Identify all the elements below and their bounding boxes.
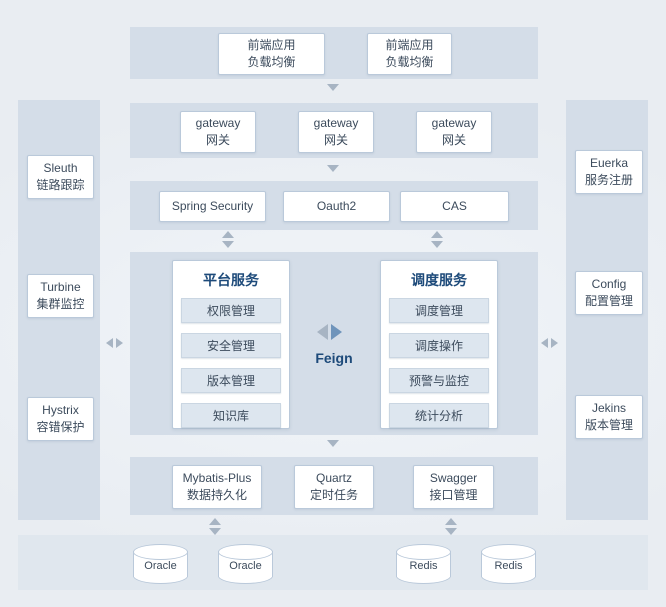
platform-item: 知识库 <box>181 403 281 428</box>
down-arrow-icon <box>445 528 457 535</box>
panel-title: 调度服务 <box>411 272 467 288</box>
box-subtitle: 链路跟踪 <box>36 178 85 192</box>
right-arrow-icon <box>551 338 558 348</box>
frontend-app-box: 前端应用 负载均衡 <box>367 33 452 75</box>
box-subtitle: 版本管理 <box>584 418 633 432</box>
oauth2-box: Oauth2 <box>283 191 390 222</box>
up-arrow-icon <box>445 518 457 525</box>
schedule-services-panel: 调度服务 调度管理 调度操作 预警与监控 统计分析 <box>380 260 498 429</box>
database-label: Redis <box>409 560 438 572</box>
frontend-band <box>130 27 538 79</box>
cylinder-top <box>133 544 188 560</box>
cylinder-top <box>218 544 273 560</box>
panel-title: 平台服务 <box>203 272 259 288</box>
box-title: Swagger <box>429 470 478 485</box>
sleuth-box: Sleuth 链路跟踪 <box>27 155 94 199</box>
box-title: Config <box>591 276 627 291</box>
box-subtitle: 网关 <box>205 133 230 147</box>
box-title: Quartz <box>315 470 352 485</box>
up-down-arrow-icon <box>209 518 221 535</box>
box-title: Euerka <box>589 155 629 170</box>
redis-database-icon: Redis <box>481 544 536 584</box>
schedule-item: 统计分析 <box>389 403 489 428</box>
hystrix-box: Hystrix 容错保护 <box>27 397 94 441</box>
schedule-item: 调度管理 <box>389 298 489 323</box>
frontend-app-box: 前端应用 负载均衡 <box>218 33 325 75</box>
platform-item: 安全管理 <box>181 333 281 358</box>
box-subtitle: 接口管理 <box>429 488 478 502</box>
platform-item: 版本管理 <box>181 368 281 393</box>
cylinder-top <box>481 544 536 560</box>
redis-database-icon: Redis <box>396 544 451 584</box>
spring-security-box: Spring Security <box>159 191 266 222</box>
platform-services-panel: 平台服务 权限管理 安全管理 版本管理 知识库 <box>172 260 290 429</box>
box-label: CAS <box>442 198 467 213</box>
box-title: gateway <box>313 115 359 130</box>
quartz-box: Quartz 定时任务 <box>294 465 374 509</box>
box-subtitle: 网关 <box>441 133 466 147</box>
box-label: Oauth2 <box>316 198 357 213</box>
jenkins-box: Jekins 版本管理 <box>575 395 643 439</box>
up-arrow-icon <box>209 518 221 525</box>
box-title: 前端应用 <box>247 37 296 52</box>
box-subtitle: 定时任务 <box>309 488 358 502</box>
box-title: 前端应用 <box>385 37 434 52</box>
feign-label: Feign <box>315 350 353 366</box>
down-arrow-icon <box>327 84 339 91</box>
config-box: Config 配置管理 <box>575 271 643 315</box>
cylinder-top <box>396 544 451 560</box>
database-label: Redis <box>494 560 523 572</box>
up-down-arrow-icon <box>222 231 234 248</box>
platform-item: 权限管理 <box>181 298 281 323</box>
left-arrow-icon <box>541 338 548 348</box>
box-subtitle: 配置管理 <box>584 294 633 308</box>
box-subtitle: 负载均衡 <box>247 55 296 69</box>
right-arrow-icon <box>116 338 123 348</box>
left-right-arrow-icon <box>541 338 558 348</box>
feign-left-right-arrow-icon <box>317 324 342 340</box>
database-label: Oracle <box>144 560 177 572</box>
database-band <box>18 535 648 590</box>
eureka-box: Euerka 服务注册 <box>575 150 643 194</box>
cas-box: CAS <box>400 191 509 222</box>
box-title: gateway <box>195 115 241 130</box>
schedule-item: 调度操作 <box>389 333 489 358</box>
box-subtitle: 数据持久化 <box>186 488 247 502</box>
oracle-database-icon: Oracle <box>218 544 273 584</box>
up-arrow-icon <box>431 231 443 238</box>
mybatis-plus-box: Mybatis-Plus 数据持久化 <box>172 465 262 509</box>
box-title: Hystrix <box>42 402 79 417</box>
down-arrow-icon <box>222 241 234 248</box>
box-subtitle: 服务注册 <box>584 173 633 187</box>
down-arrow-icon <box>327 165 339 172</box>
up-down-arrow-icon <box>445 518 457 535</box>
left-arrow-icon <box>317 324 328 340</box>
gateway-box: gateway 网关 <box>298 111 374 153</box>
oracle-database-icon: Oracle <box>133 544 188 584</box>
right-arrow-icon <box>331 324 342 340</box>
box-title: Jekins <box>591 400 626 415</box>
box-title: gateway <box>431 115 477 130</box>
down-arrow-icon <box>209 528 221 535</box>
gateway-box: gateway 网关 <box>180 111 256 153</box>
box-subtitle: 容错保护 <box>36 420 85 434</box>
swagger-box: Swagger 接口管理 <box>413 465 494 509</box>
box-subtitle: 负载均衡 <box>385 55 434 69</box>
left-right-arrow-icon <box>106 338 123 348</box>
database-label: Oracle <box>229 560 262 572</box>
schedule-item: 预警与监控 <box>389 368 489 393</box>
box-label: Spring Security <box>171 198 254 213</box>
down-arrow-icon <box>431 241 443 248</box>
turbine-box: Turbine 集群监控 <box>27 274 94 318</box>
box-subtitle: 集群监控 <box>36 297 85 311</box>
box-subtitle: 网关 <box>323 133 348 147</box>
up-arrow-icon <box>222 231 234 238</box>
box-title: Mybatis-Plus <box>182 470 252 485</box>
up-down-arrow-icon <box>431 231 443 248</box>
box-title: Sleuth <box>43 160 78 175</box>
box-title: Turbine <box>40 279 81 294</box>
gateway-box: gateway 网关 <box>416 111 492 153</box>
left-arrow-icon <box>106 338 113 348</box>
down-arrow-icon <box>327 440 339 447</box>
